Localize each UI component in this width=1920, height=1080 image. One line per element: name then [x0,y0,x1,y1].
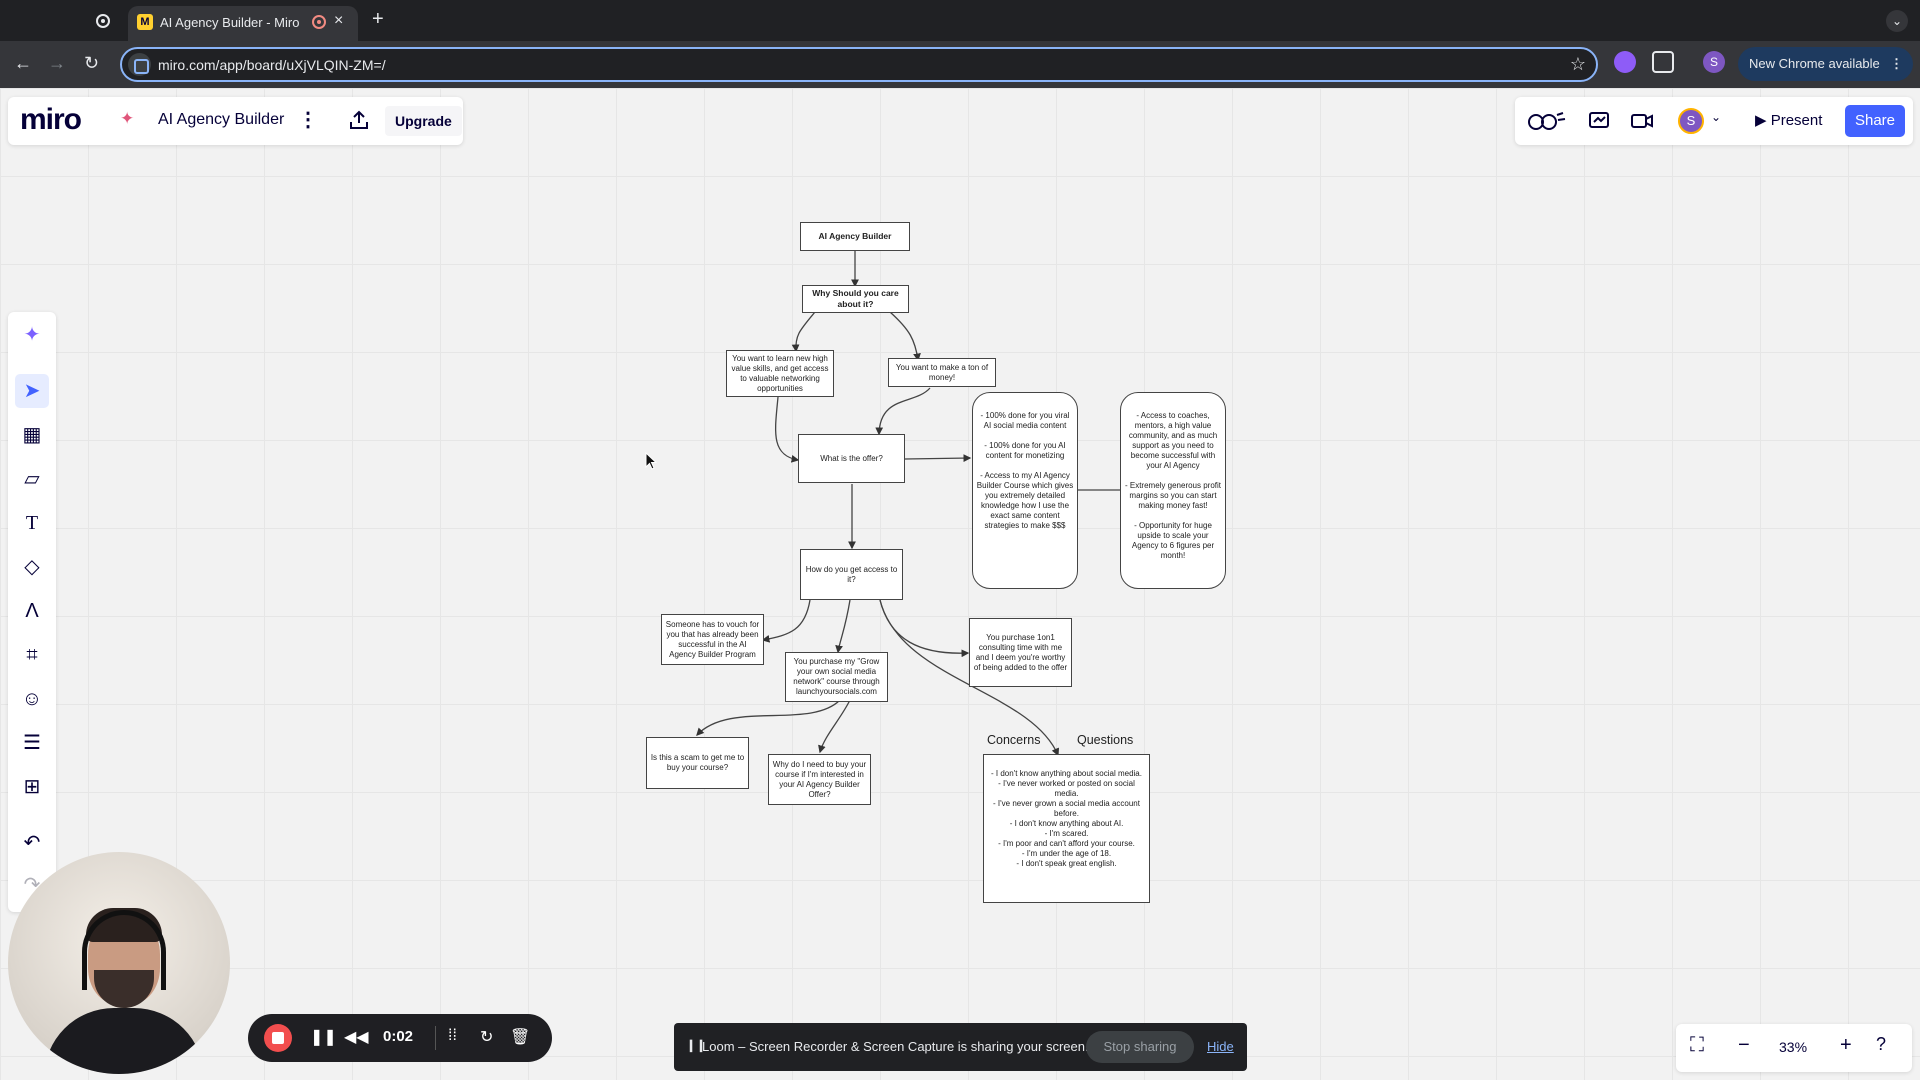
video-call-icon[interactable] [1630,109,1654,133]
templates-icon[interactable]: ▦ [22,424,42,446]
reload-icon[interactable]: ↻ [84,53,100,73]
board-rocket-icon: ✦ [120,109,135,128]
recording-timer: 0:02 [383,1028,414,1045]
sharing-message: Loom – Screen Recorder & Screen Capture … [702,1039,1089,1054]
zoom-in-icon[interactable]: + [1840,1034,1852,1056]
extensions-puzzle-icon[interactable] [1652,51,1674,73]
loom-divider [435,1026,436,1050]
play-icon: ▶ [1755,112,1771,129]
stop-sharing-button[interactable]: Stop sharing [1086,1031,1194,1063]
forward-arrow-icon[interactable]: → [48,53,66,73]
webcam-bubble[interactable] [8,852,230,1074]
board-canvas[interactable] [0,88,1920,1080]
sticky-note-icon[interactable]: ▱ [24,468,40,490]
browser-tab-bar: M AI Agency Builder - Miro × + ⌄ [0,0,1920,41]
chrome-update-label: New Chrome available [1749,56,1880,71]
mouse-cursor-icon [645,452,657,470]
help-icon[interactable]: ? [1876,1034,1887,1054]
back-arrow-icon[interactable]: ← [14,53,32,73]
stickers-icon[interactable]: ☺ [21,688,43,710]
tab-close-icon[interactable]: × [334,12,344,29]
board-header: miro ✦ AI Agency Builder ⋮ Upgrade [8,97,463,145]
present-label: Present [1770,112,1823,129]
miro-logo[interactable]: miro [20,103,82,136]
site-info-icon[interactable] [128,53,151,76]
text-icon[interactable]: T [25,512,39,534]
board-menu-icon[interactable]: ⋮ [298,109,318,131]
present-button[interactable]: ▶ Present [1747,106,1830,136]
frame-icon[interactable]: ⌗ [26,644,38,666]
delete-icon[interactable]: 🗑 [510,1029,531,1046]
loom-recording-controls: ❚❚ ◀◀ 0:02 ⁞⁞ ↻ 🗑 [248,1014,552,1062]
webcam-person-body [44,1008,204,1074]
reactions-icon[interactable] [1527,109,1567,133]
miro-favicon-icon: M [137,14,153,30]
zoom-controls: ⛶ − 33% + ? [1676,1024,1912,1072]
timer-icon[interactable] [1587,109,1611,133]
tab-title: AI Agency Builder - Miro [160,15,300,30]
extension-loom-icon[interactable] [1614,51,1636,73]
pen-icon[interactable]: Ʌ [25,600,39,622]
screen-share-banner: ❙❙ Loom – Screen Recorder & Screen Captu… [674,1023,1247,1071]
undo-icon[interactable]: ↶ [23,832,41,854]
fit-to-screen-icon[interactable]: ⛶ [1690,1034,1704,1056]
collaborator-avatar[interactable]: S [1678,108,1704,134]
profile-avatar[interactable]: S [1703,51,1725,73]
share-button[interactable]: Share [1845,105,1905,137]
rewind-icon[interactable]: ◀◀ [344,1029,369,1046]
select-icon[interactable]: ➤ [15,374,49,408]
headphones-icon [82,910,166,990]
chrome-update-button[interactable]: New Chrome available ⋮ [1738,47,1913,81]
zoom-level[interactable]: 33% [1779,1039,1808,1055]
bookmark-star-icon[interactable]: ☆ [1569,54,1586,74]
chrome-menu-icon[interactable]: ⋮ [1890,56,1903,71]
pause-icon[interactable]: ❚❚ [310,1029,337,1046]
url-text: miro.com/app/board/uXjVLQIN-ZM=/ [158,57,386,73]
drawing-tools-icon[interactable]: ⁞⁞ [448,1027,457,1044]
sparkle-icon[interactable]: ✦ [23,324,41,346]
collaboration-toolbar: S ⌄ ▶ Present Share [1515,97,1913,145]
shapes-icon[interactable]: ◇ [24,556,40,578]
comment-icon[interactable]: ☰ [23,732,41,754]
sharing-pause-icon: ❙❙ [686,1038,707,1052]
browser-tab-active[interactable]: M AI Agency Builder - Miro × [128,6,358,41]
hide-banner-link[interactable]: Hide [1207,1039,1234,1054]
upgrade-button[interactable]: Upgrade [385,106,462,136]
browser-toolbar: ← → ↻ miro.com/app/board/uXjVLQIN-ZM=/ ☆… [0,41,1920,88]
tab-recording-icon [312,15,326,29]
address-bar[interactable]: miro.com/app/board/uXjVLQIN-ZM=/ ☆ [120,47,1598,82]
zoom-out-icon[interactable]: − [1738,1034,1750,1056]
recording-tab-icon[interactable] [96,14,110,28]
add-icon[interactable]: ⊞ [23,776,41,798]
restart-icon[interactable]: ↻ [480,1029,494,1046]
stop-recording-button[interactable] [264,1024,292,1052]
tab-search-chevron-icon[interactable]: ⌄ [1886,10,1908,32]
export-icon[interactable] [348,109,370,131]
creation-toolbar: ✦ ➤ ▦ ▱ T ◇ Ʌ ⌗ ☺ ☰ ⊞ ↶ ↷ [8,312,56,912]
board-title[interactable]: AI Agency Builder [158,111,285,128]
new-tab-button[interactable]: + [372,8,384,30]
chevron-down-icon[interactable]: ⌄ [1711,110,1722,124]
